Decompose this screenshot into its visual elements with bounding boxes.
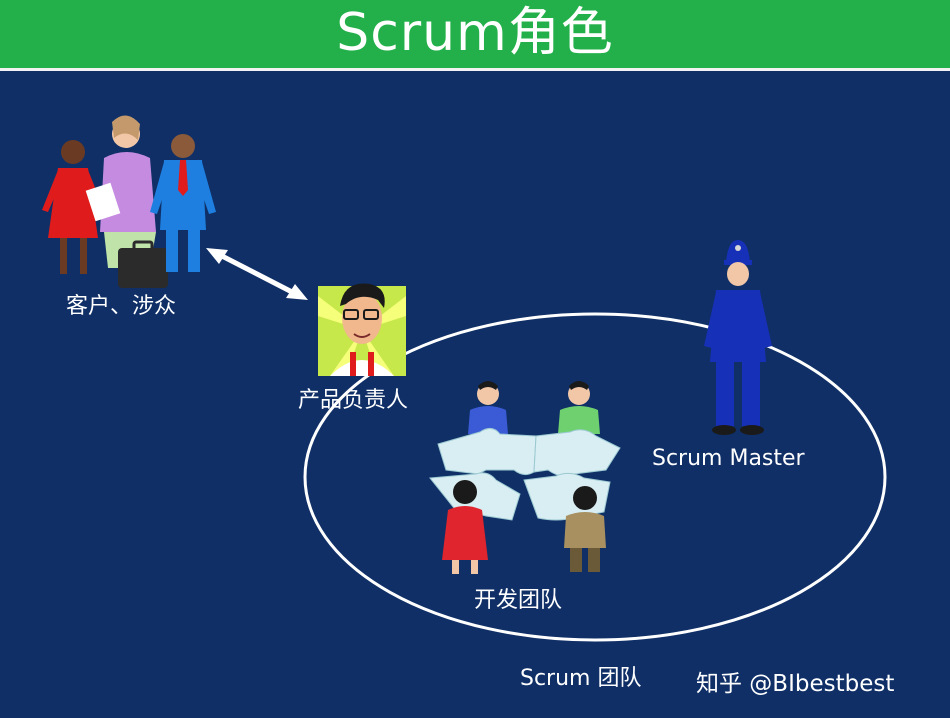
page-title: Scrum角色 [336, 3, 614, 63]
dev-team-icon [429, 381, 621, 574]
stakeholders-figures-icon [42, 115, 216, 288]
product-owner-icon [318, 283, 406, 376]
dev-team-label: 开发团队 [474, 588, 563, 613]
scrum-team-label: Scrum 团队 [520, 666, 642, 691]
double-arrow-icon [206, 248, 308, 300]
scrum-master-icon [704, 240, 772, 435]
scrum-master-label: Scrum Master [652, 446, 805, 471]
title-bar [0, 0, 950, 71]
scrum-team-ellipse [303, 312, 887, 642]
watermark: 知乎 @BIbestbest [696, 671, 895, 697]
stakeholders-label: 客户、涉众 [66, 294, 177, 319]
product-owner-label: 产品负责人 [298, 388, 409, 413]
